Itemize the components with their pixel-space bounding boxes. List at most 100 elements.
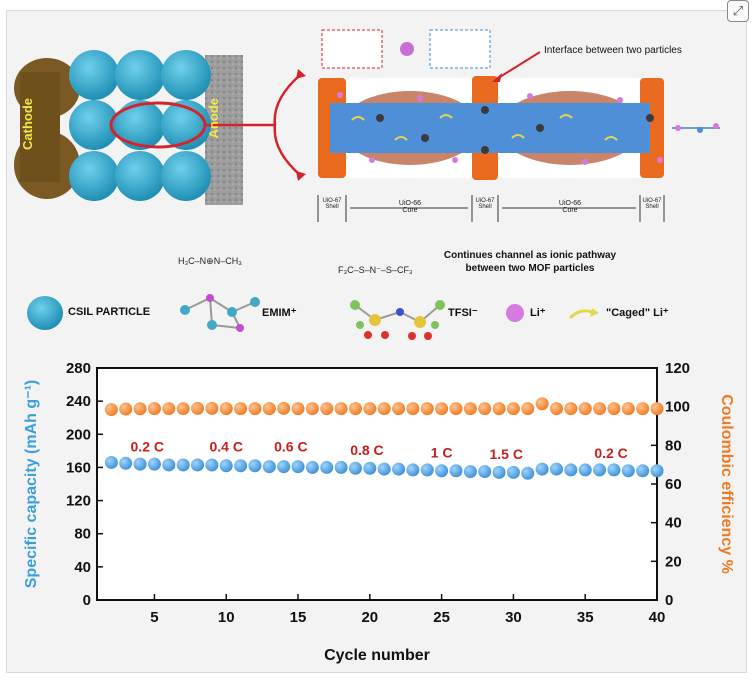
x-tick-label: 25 <box>433 609 450 626</box>
x-tick-label: 20 <box>361 609 378 626</box>
efficiency-point <box>234 402 248 416</box>
efficiency-point <box>406 402 420 416</box>
efficiency-point <box>191 401 205 415</box>
efficiency-point <box>478 402 492 416</box>
y-right-tick-label: 0 <box>665 592 673 609</box>
capacity-point <box>219 459 233 473</box>
efficiency-point <box>521 402 535 416</box>
capacity-point <box>277 460 291 474</box>
capacity-point <box>435 464 449 478</box>
capacity-point <box>248 459 262 473</box>
x-tick-label: 30 <box>505 609 522 626</box>
capacity-point <box>449 464 463 478</box>
efficiency-point <box>248 402 262 416</box>
c-rate-label: 0.8 C <box>350 442 383 458</box>
c-rate-label: 0.4 C <box>209 438 242 454</box>
shell-label-2: UiO-67 Shell <box>475 198 495 210</box>
efficiency-point <box>621 402 635 416</box>
capacity-point <box>334 460 348 474</box>
x-axis-label: Cycle number <box>324 647 430 664</box>
efficiency-point <box>650 402 664 416</box>
capacity-point <box>162 458 176 472</box>
schematic <box>14 29 720 222</box>
legend-graphics <box>27 294 599 340</box>
capacity-point <box>133 457 147 471</box>
x-tick-label: 15 <box>290 609 307 626</box>
capacity-point <box>506 465 520 479</box>
y-left-axis-label: Specific capacity (mAh g⁻¹) <box>23 380 40 589</box>
expand-icon[interactable]: ⤢ <box>727 0 749 22</box>
efficiency-point <box>291 402 305 416</box>
y-right-tick-label: 40 <box>665 515 682 532</box>
efficiency-point <box>549 402 563 416</box>
legend-emim: EMIM⁺ <box>262 307 297 319</box>
efficiency-point <box>392 402 406 416</box>
x-tick-label: 40 <box>649 609 666 626</box>
capacity-point <box>305 460 319 474</box>
efficiency-point <box>147 402 161 416</box>
capacity-point <box>406 463 420 477</box>
legend-li: Li⁺ <box>530 307 546 319</box>
efficiency-point <box>578 402 592 416</box>
c-rate-label: 1 C <box>431 444 453 460</box>
capacity-point <box>104 455 118 469</box>
emim-formula: H₃C–N⊕N–CH₃ <box>178 256 242 266</box>
efficiency-point <box>636 402 650 416</box>
legend-tfsi: TFSI⁻ <box>448 307 478 319</box>
capacity-point <box>176 458 190 472</box>
capacity-point <box>205 458 219 472</box>
efficiency-point <box>593 402 607 416</box>
capacity-point <box>463 465 477 479</box>
capacity-point <box>521 466 535 480</box>
capacity-point <box>549 462 563 476</box>
interface-label: Interface between two particles <box>544 45 682 56</box>
efficiency-point <box>334 402 348 416</box>
efficiency-point <box>162 402 176 416</box>
efficiency-point <box>277 401 291 415</box>
efficiency-point <box>133 402 147 416</box>
shell-label: UiO-67 Shell <box>322 198 342 210</box>
capacity-point <box>593 463 607 477</box>
capacity-point <box>234 459 248 473</box>
capacity-point <box>636 464 650 478</box>
channel-label-line1: Continues channel as ionic pathway <box>443 250 617 261</box>
capacity-point <box>262 460 276 474</box>
capacity-point <box>420 463 434 477</box>
capacity-point <box>191 458 205 472</box>
efficiency-point <box>564 402 578 416</box>
efficiency-point <box>449 402 463 416</box>
legend-caged-li: "Caged" Li⁺ <box>606 307 669 319</box>
efficiency-point <box>535 397 549 411</box>
efficiency-point <box>104 403 118 417</box>
efficiency-point <box>320 402 334 416</box>
c-rate-label: 1.5 C <box>489 446 522 462</box>
x-tick-label: 10 <box>218 609 235 626</box>
efficiency-point <box>492 402 506 416</box>
efficiency-point <box>607 402 621 416</box>
capacity-point <box>392 462 406 476</box>
capacity-point <box>377 462 391 476</box>
efficiency-point <box>305 402 319 416</box>
y-left-tick-label: 80 <box>74 526 91 543</box>
y-left-tick-label: 120 <box>66 493 91 510</box>
efficiency-point <box>219 402 233 416</box>
tfsi-formula: F₃C–S–N⁻–S–CF₃ <box>338 265 413 275</box>
capacity-point <box>291 460 305 474</box>
efficiency-point <box>119 402 133 416</box>
shell-label-3: UiO-67 Shell <box>642 198 662 210</box>
capacity-point <box>607 463 621 477</box>
capacity-point <box>348 461 362 475</box>
c-rate-label: 0.2 C <box>131 438 164 454</box>
capacity-point <box>119 456 133 470</box>
y-left-tick-label: 240 <box>66 393 91 410</box>
capacity-point <box>564 463 578 477</box>
anode-block <box>205 55 243 205</box>
capacity-point <box>478 465 492 479</box>
c-rate-label: 0.6 C <box>274 438 307 454</box>
core-label-2: UiO-66 Core <box>558 200 582 214</box>
x-tick-label: 5 <box>150 609 158 626</box>
y-left-tick-label: 280 <box>66 360 91 377</box>
channel-diagram <box>318 76 664 180</box>
efficiency-point <box>205 401 219 415</box>
efficiency-point <box>420 402 434 416</box>
